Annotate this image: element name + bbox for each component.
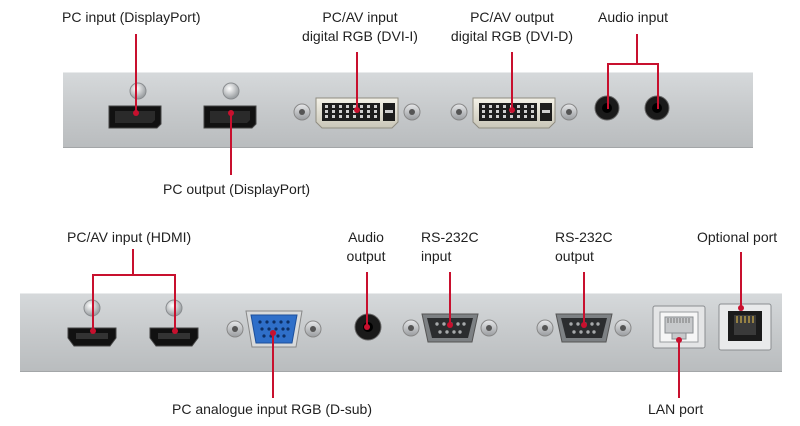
rs232c-output-connector [536,313,632,343]
label-lan-port: LAN port [648,401,704,417]
leader-audio-input-stem [636,34,638,64]
leader-dot-pc-output-dp [228,110,234,116]
label-pc-input-displayport: PC input (DisplayPort) [62,9,201,25]
leader-dvi-d [511,52,513,110]
label-rs232c-output-line2: output [555,248,594,264]
label-rs232c-output-line1: RS-232C [555,229,613,245]
leader-dot-audio-output [364,324,370,330]
leader-dot-optional-port [738,305,744,311]
leader-hdmi-right [174,274,176,332]
label-pcav-output-dvi-line2: digital RGB (DVI-D) [450,28,574,44]
label-pcav-output-dvi: PC/AV output digital RGB (DVI-D) [430,8,594,46]
label-audio-output-line1: Audio [348,229,384,245]
leader-hdmi-stem [132,249,134,275]
leader-dot-lan [676,337,682,343]
leader-optional-port [740,252,742,308]
optional-port-connector [718,303,772,351]
leader-dot-pc-input-dp [133,110,139,116]
leader-audio-input-right [657,63,659,109]
hdmi-input-connector-1 [67,299,117,347]
leader-dot-hdmi-2 [172,328,178,334]
leader-audio-output [366,272,368,327]
label-pcav-input-dvi-line1: PC/AV input [322,9,398,25]
label-pcav-input-dvi: PC/AV input digital RGB (DVI-I) [280,8,440,46]
label-audio-input: Audio input [598,9,669,25]
displayport-input-connector [108,82,162,129]
leader-rs232c-input [449,272,451,325]
leader-hdmi-left [92,274,94,332]
leader-dvi-i [356,52,358,110]
leader-dot-hdmi-1 [90,328,96,334]
label-rs232c-input-line2: input [421,248,452,264]
lan-port-connector [652,305,706,349]
leader-dot-vga [270,330,276,336]
label-rs232c-output: RS-232C output [555,228,613,266]
leader-vga [272,333,274,398]
label-audio-output-line2: output [346,248,386,264]
leader-pc-input-dp [135,34,137,113]
leader-dot-rs232c-output [581,322,587,328]
label-pcav-input-dvi-line2: digital RGB (DVI-I) [302,28,418,44]
label-pc-output-displayport: PC output (DisplayPort) [163,181,311,197]
vga-dsub-connector [226,310,322,348]
leader-pc-output-dp [230,113,232,175]
label-pcav-output-dvi-line1: PC/AV output [470,9,554,25]
leader-dot-dvi-i [354,107,360,113]
label-rs232c-input-line1: RS-232C [421,229,479,245]
leader-audio-input-bar [607,63,659,65]
leader-dot-rs232c-input [447,322,453,328]
leader-hdmi-bar [92,274,176,276]
label-rs232c-input: RS-232C input [421,228,479,266]
dvi-i-input-connector [293,97,421,129]
label-pcav-input-hdmi: PC/AV input (HDMI) [67,229,192,245]
leader-rs232c-output [583,272,585,325]
label-optional-port: Optional port [697,229,778,245]
leader-lan [678,340,680,398]
leader-dot-dvi-d [509,107,515,113]
leader-audio-input-left [607,63,609,109]
label-audio-output: Audio output [330,228,402,266]
label-pc-analogue-dsub: PC analogue input RGB (D-sub) [172,401,372,417]
dvi-d-output-connector [450,97,578,129]
